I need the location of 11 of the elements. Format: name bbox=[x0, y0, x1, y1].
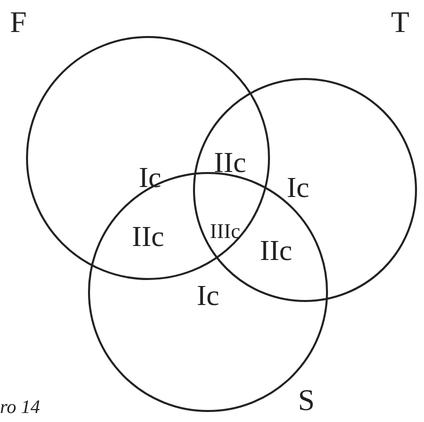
set-label: F bbox=[10, 8, 27, 38]
figure-caption: ro 14 bbox=[0, 398, 40, 418]
region-label: Ic bbox=[286, 173, 310, 203]
region-label: IIc bbox=[260, 236, 292, 266]
region-label: IIc bbox=[214, 148, 246, 178]
set-label: S bbox=[298, 386, 315, 416]
set-label: T bbox=[391, 8, 410, 38]
region-label: IIc bbox=[132, 222, 164, 252]
region-label: Ic bbox=[196, 281, 220, 311]
region-label: Ic bbox=[138, 163, 162, 193]
region-label: IIIc bbox=[210, 218, 240, 245]
